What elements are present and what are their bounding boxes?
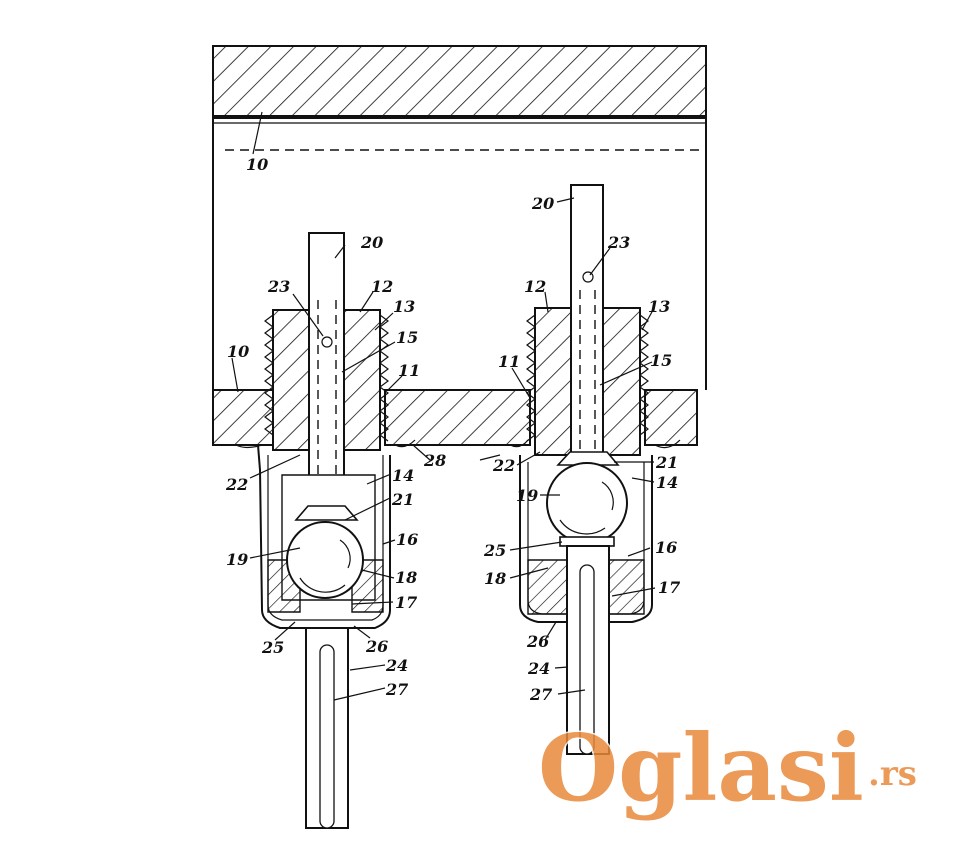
leader-lines — [231, 111, 656, 701]
label-right-17: 17 — [658, 578, 680, 597]
left-valve — [235, 232, 416, 829]
label-right-16: 16 — [655, 538, 677, 557]
label-right-22: 22 — [492, 456, 515, 475]
label-left-11: 11 — [398, 361, 420, 380]
label-left-25: 25 — [261, 638, 284, 657]
label-right-11: 11 — [498, 352, 520, 371]
label-right-14: 14 — [656, 473, 678, 492]
label-left-16: 16 — [396, 530, 418, 549]
watermark-tld: .rs — [868, 754, 917, 794]
label-right-15: 15 — [650, 351, 672, 370]
label-left-24: 24 — [385, 656, 408, 675]
label-left-12: 12 — [371, 277, 393, 296]
label-right-12: 12 — [524, 277, 546, 296]
label-right-25: 25 — [483, 541, 506, 560]
label-28: 28 — [423, 451, 446, 470]
label-right-19: 19 — [516, 486, 538, 505]
label-left-13: 13 — [393, 297, 415, 316]
label-left-21: 21 — [391, 490, 414, 509]
label-left-19: 19 — [226, 550, 248, 569]
label-right-27: 27 — [529, 685, 552, 704]
label-left-22: 22 — [225, 475, 248, 494]
label-right-26: 26 — [526, 632, 549, 651]
label-left-23: 23 — [267, 277, 290, 296]
label-left-17: 17 — [395, 593, 417, 612]
label-left-18: 18 — [395, 568, 417, 587]
label-right-21: 21 — [655, 453, 678, 472]
label-right-18: 18 — [484, 569, 506, 588]
label-10-top: 10 — [246, 155, 268, 174]
label-left-15: 15 — [396, 328, 418, 347]
label-right-24: 24 — [527, 659, 550, 678]
watermark-brand: Oglasi — [538, 714, 864, 822]
right-valve — [509, 184, 681, 755]
label-left-14: 14 — [392, 466, 414, 485]
label-10-left: 10 — [227, 342, 249, 361]
label-right-20: 20 — [531, 194, 554, 213]
label-left-26: 26 — [365, 637, 388, 656]
watermark-logo: Oglasi .rs — [537, 713, 917, 824]
label-right-23: 23 — [607, 233, 630, 252]
label-right-13: 13 — [648, 297, 670, 316]
reference-labels: 10 10 28 20 23 12 13 15 11 22 14 21 16 1… — [225, 155, 680, 704]
label-left-27: 27 — [385, 680, 408, 699]
label-left-20: 20 — [360, 233, 383, 252]
top-block — [212, 45, 707, 390]
